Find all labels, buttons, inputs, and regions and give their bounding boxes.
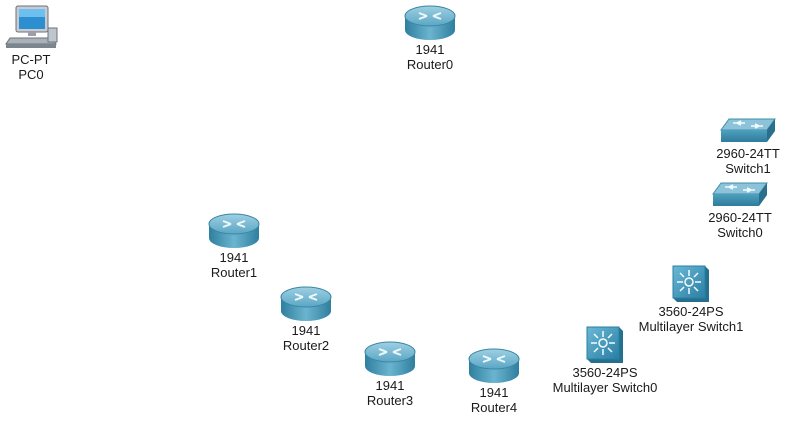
device-model: 1941 [415, 42, 445, 57]
multilayer-switch-icon [672, 265, 709, 302]
switch-icon [720, 118, 776, 142]
router-icon [280, 286, 332, 321]
device-model: 3560-24PS [658, 304, 724, 319]
device-router2[interactable]: 1941 Router2 [274, 285, 338, 353]
device-name: Router0 [406, 57, 454, 72]
device-model: 1941 [219, 250, 249, 265]
switch-icon [712, 182, 768, 206]
device-name: Multilayer Switch0 [552, 380, 658, 395]
device-router1[interactable]: 1941 Router1 [202, 212, 266, 280]
device-router3[interactable]: 1941 Router3 [358, 340, 422, 408]
device-model: 1941 [479, 385, 509, 400]
router-icon [468, 348, 520, 383]
device-switch1[interactable]: 2960-24TT Switch1 [708, 116, 788, 176]
pc-icon [5, 5, 58, 48]
device-name: Router4 [470, 400, 518, 415]
device-router0[interactable]: 1941 Router0 [398, 4, 462, 72]
device-name: Switch0 [717, 225, 763, 240]
device-name: Router2 [282, 338, 330, 353]
router-icon [208, 213, 260, 248]
device-model: 2960-24TT [708, 210, 772, 225]
device-name: Switch1 [725, 161, 771, 176]
multilayer-switch-icon [586, 326, 623, 363]
device-model: 3560-24PS [572, 365, 638, 380]
device-pc0[interactable]: PC-PT PC0 [2, 4, 60, 82]
device-model: 1941 [375, 378, 405, 393]
device-multilayer-switch0[interactable]: 3560-24PS Multilayer Switch0 [542, 323, 668, 395]
device-router4[interactable]: 1941 Router4 [462, 347, 526, 415]
device-model: 1941 [291, 323, 321, 338]
device-model: 2960-24TT [716, 146, 780, 161]
device-model: PC-PT [11, 52, 51, 67]
device-name: PC0 [18, 67, 44, 82]
device-name: Multilayer Switch1 [638, 319, 744, 334]
router-icon [364, 341, 416, 376]
device-name: Router3 [366, 393, 414, 408]
router-icon [404, 5, 456, 40]
device-multilayer-switch1[interactable]: 3560-24PS Multilayer Switch1 [628, 262, 754, 334]
device-switch0[interactable]: 2960-24TT Switch0 [700, 180, 780, 240]
device-name: Router1 [210, 265, 258, 280]
